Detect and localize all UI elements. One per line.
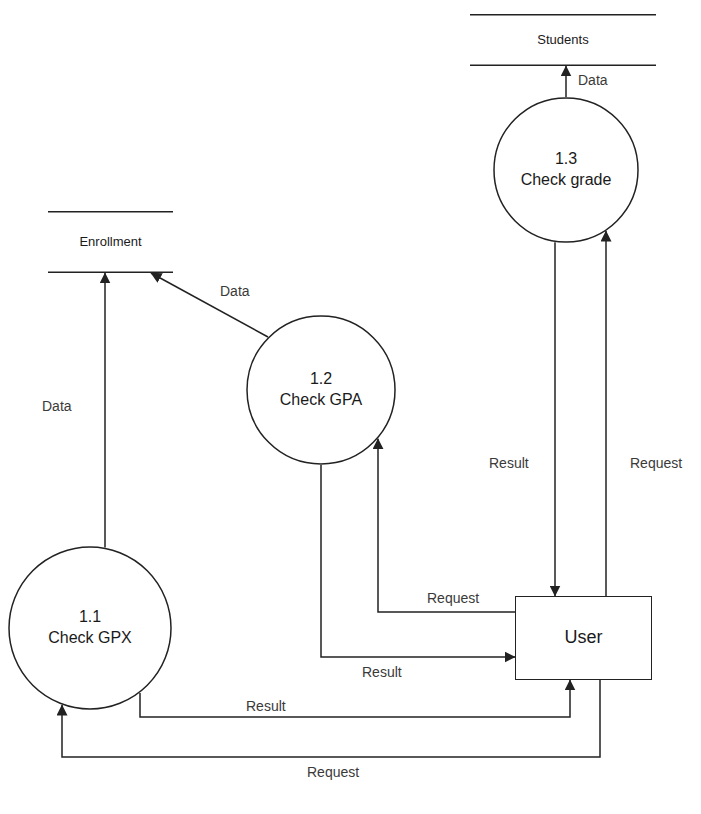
process-circle: 1.1Check GPX xyxy=(8,546,172,710)
process-circle: 1.2Check GPA xyxy=(246,315,396,465)
data-flow xyxy=(151,273,268,337)
node-label: User xyxy=(564,626,602,649)
data-store: Students xyxy=(470,14,656,66)
flow-label: Request xyxy=(628,455,684,471)
node-label: Check GPA xyxy=(280,390,362,411)
flow-label: Request xyxy=(425,590,481,606)
flow-label: Result xyxy=(487,455,531,471)
circle-outline xyxy=(493,97,639,243)
flow-label: Result xyxy=(244,698,288,714)
circle-outline xyxy=(8,546,172,710)
node-label: Enrollment xyxy=(79,234,141,251)
data-flow xyxy=(140,680,570,717)
process-number: 1.3 xyxy=(555,149,577,170)
external-entity: User xyxy=(515,596,652,680)
data-flow xyxy=(605,231,607,596)
flow-label: Data xyxy=(218,283,252,299)
flow-label: Data xyxy=(40,398,74,414)
flow-label: Request xyxy=(305,764,361,780)
data-store: Enrollment xyxy=(48,211,173,273)
process-number: 1.2 xyxy=(310,369,332,390)
node-label: Check GPX xyxy=(48,628,132,649)
flow-label: Data xyxy=(576,72,610,88)
node-label: Students xyxy=(537,32,588,49)
data-flow xyxy=(62,680,600,757)
data-flow xyxy=(104,273,106,547)
flow-label: Result xyxy=(360,664,404,680)
process-circle: 1.3Check grade xyxy=(493,97,639,243)
process-number: 1.1 xyxy=(79,607,101,628)
circle-outline xyxy=(246,315,396,465)
data-flow xyxy=(565,66,567,97)
data-flow xyxy=(554,242,556,596)
data-flow xyxy=(321,465,515,657)
node-label: Check grade xyxy=(521,170,612,191)
